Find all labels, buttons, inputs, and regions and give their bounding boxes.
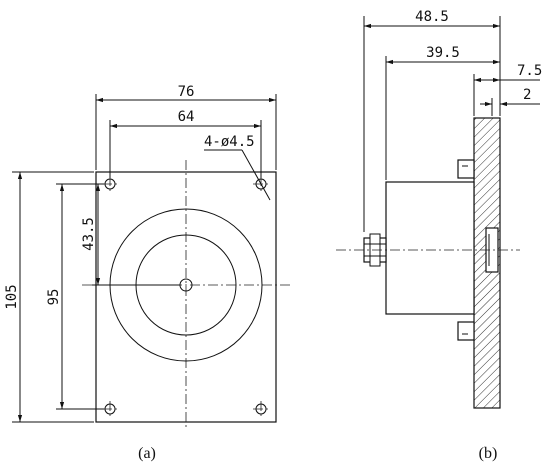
hole-leader <box>241 149 271 201</box>
front-view: 76 64 4-ø4.5 105 95 43.5 (a) <box>4 84 290 462</box>
dim-width-total: 76 <box>178 84 195 100</box>
side-clip-top <box>457 159 475 179</box>
side-view: 48.5 39.5 7.5 2 (b) <box>336 9 542 462</box>
dim-hole-spacing-x: 64 <box>178 109 195 125</box>
dim-plate-thickness: 2 <box>523 87 531 103</box>
dim-plate-ext: 7.5 <box>517 63 542 79</box>
dim-holes-callout: 4-ø4.5 <box>204 134 255 150</box>
caption-b: (b) <box>479 445 498 462</box>
dim-center-offset: 43.5 <box>81 217 97 251</box>
side-clip-bottom <box>457 321 475 341</box>
caption-a: (a) <box>138 445 156 462</box>
side-body <box>385 181 475 315</box>
dim-height-total: 105 <box>4 284 20 309</box>
dim-body-depth: 39.5 <box>426 45 460 61</box>
dim-overall-depth: 48.5 <box>415 9 449 25</box>
dim-hole-spacing-y: 95 <box>46 289 62 306</box>
